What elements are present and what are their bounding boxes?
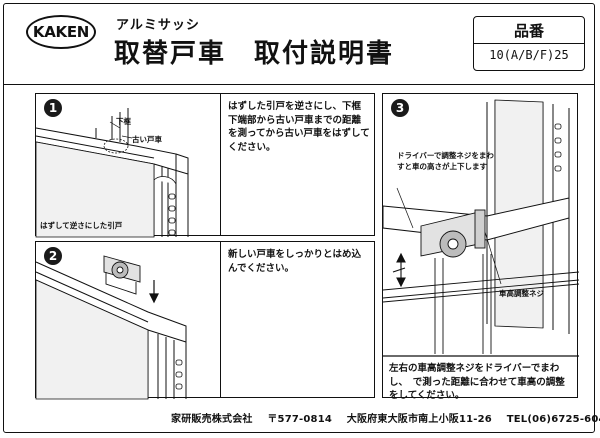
step-2-number: 2: [44, 247, 62, 265]
company-phone: TEL(06)6725-6040: [506, 414, 600, 425]
step-2-illustration: [35, 255, 187, 400]
step-2-instruction: 新しい戸車をしっかりとはめ込んでください。: [228, 249, 362, 274]
part-number-box: 品番 10(A/B/F)25: [473, 16, 585, 71]
step-1-number: 1: [44, 99, 62, 117]
callout-adjust-screw: 車高調整ネジ: [499, 289, 544, 298]
callout-inverted-door: はずして逆さにした引戸: [40, 221, 123, 230]
step-1-divider: [220, 94, 221, 235]
header-divider: [3, 84, 595, 85]
step-1-instruction: はずした引戸を逆さにし、下框下端部から古い戸車までの距離を測ってから古い戸車をは…: [228, 101, 370, 153]
part-number-label: 品番: [513, 22, 544, 40]
sheet-border: [3, 3, 595, 433]
company-name: 家研販売株式会社: [171, 414, 253, 425]
step-3-illustration: [382, 99, 580, 357]
callout-bottom-frame: 下框: [116, 117, 131, 126]
logo-text: KAKEN: [32, 23, 90, 41]
postal-code: 〒577-0814: [267, 414, 333, 425]
callout-driver-note: ドライバーで調整ネジをまわすと車の高さが上下します: [397, 151, 494, 171]
step-1-panel: 1 下框 古い戸車 はずして逆さにした引戸 はずした引戸を逆さにし、下框下端部か…: [35, 93, 375, 238]
product-category: アルミサッシ: [116, 18, 200, 33]
step-2-panel: 2 新しい戸車をしっかりとはめ込んでください。: [35, 241, 375, 400]
sheet-title: 取替戸車 取付説明書: [114, 39, 395, 69]
step-2-divider: [220, 242, 221, 397]
part-number-divider: [474, 43, 584, 44]
kaken-logo: KAKEN: [26, 15, 96, 49]
step-1-illustration: [35, 108, 189, 238]
company-footer: 家研販売株式会社 〒577-0814 大阪府東大阪市南上小阪11-26 TEL(…: [171, 410, 600, 425]
company-address: 大阪府東大阪市南上小阪11-26: [346, 414, 492, 425]
callout-old-roller: 古い戸車: [132, 135, 162, 144]
step-3-number: 3: [391, 99, 409, 117]
step-3-instruction: 左右の車高調整ネジをドライバーでまわし、 で測った距離に合わせて車高の調整をして…: [389, 363, 565, 401]
part-number-value: 10(A/B/F)25: [489, 48, 569, 62]
step-3-panel: 3 ドライバーで調整ネジをまわすと車の高さが上下します 車高調整ネジ 左右の車高…: [382, 93, 580, 401]
